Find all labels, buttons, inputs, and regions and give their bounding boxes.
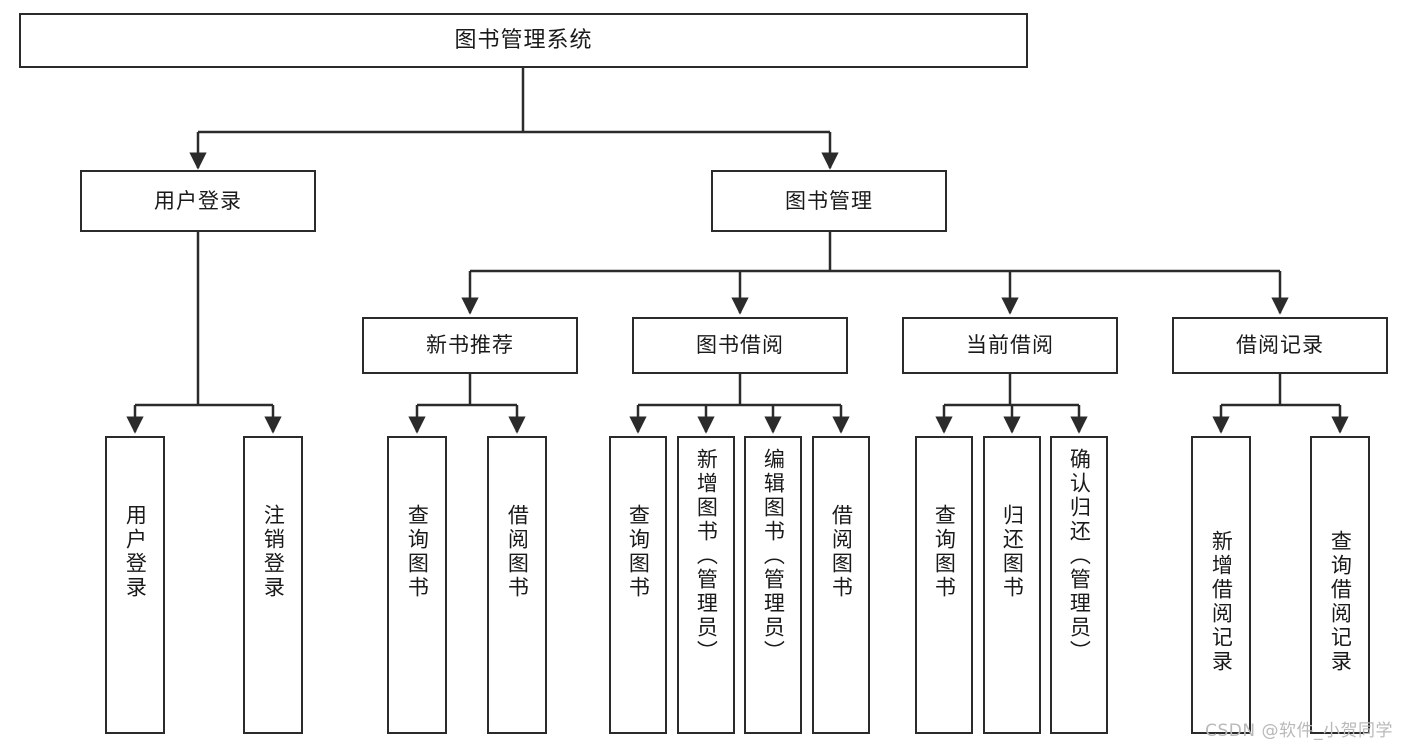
node-current-borrow[interactable]: 当前借阅: [902, 317, 1118, 374]
leaf-user-login-label: 用户登录: [123, 504, 148, 600]
node-new-book-rec[interactable]: 新书推荐: [362, 317, 578, 374]
leaf-cur-confirm-label: 确认归还（管理员）: [1067, 448, 1092, 664]
leaf-rec-add-label: 新增借阅记录: [1209, 530, 1234, 674]
node-root-label: 图书管理系统: [454, 27, 593, 53]
leaf-borrow-edit-label: 编辑图书（管理员）: [761, 448, 786, 664]
node-borrow-record[interactable]: 借阅记录: [1172, 317, 1388, 374]
node-book-manage-label: 图书管理: [785, 188, 873, 213]
leaf-cur-query-label: 查询图书: [932, 504, 957, 600]
leaf-user-logout-label: 注销登录: [261, 504, 286, 600]
leaf-borrow-add-label: 新增图书（管理员）: [694, 448, 719, 664]
leaf-borrow-do-label: 借阅图书: [829, 504, 854, 600]
node-user-login-label: 用户登录: [154, 188, 242, 213]
node-book-manage[interactable]: 图书管理: [711, 170, 947, 232]
leaf-cur-return-label: 归还图书: [1000, 504, 1025, 600]
leaf-borrow-edit[interactable]: 编辑图书（管理员）: [744, 436, 802, 734]
node-root[interactable]: 图书管理系统: [19, 13, 1028, 68]
leaf-rec-search[interactable]: 查询借阅记录: [1310, 436, 1370, 734]
leaf-cur-query[interactable]: 查询图书: [915, 436, 973, 734]
node-user-login[interactable]: 用户登录: [80, 170, 316, 232]
node-book-borrow[interactable]: 图书借阅: [632, 317, 848, 374]
leaf-cur-return[interactable]: 归还图书: [983, 436, 1041, 734]
leaf-rec-borrow[interactable]: 借阅图书: [487, 436, 547, 734]
leaf-borrow-query-label: 查询图书: [626, 504, 651, 600]
leaf-rec-query[interactable]: 查询图书: [387, 436, 447, 734]
leaf-borrow-query[interactable]: 查询图书: [609, 436, 667, 734]
node-book-borrow-label: 图书借阅: [696, 333, 784, 358]
leaf-rec-borrow-label: 借阅图书: [505, 504, 530, 600]
node-new-book-rec-label: 新书推荐: [426, 333, 514, 358]
watermark: CSDN @软件_小贺同学: [1205, 721, 1393, 741]
node-borrow-record-label: 借阅记录: [1236, 333, 1324, 358]
leaf-rec-query-label: 查询图书: [405, 504, 430, 600]
leaf-borrow-do[interactable]: 借阅图书: [812, 436, 870, 734]
leaf-rec-add[interactable]: 新增借阅记录: [1191, 436, 1251, 734]
leaf-borrow-add[interactable]: 新增图书（管理员）: [677, 436, 735, 734]
leaf-rec-search-label: 查询借阅记录: [1328, 530, 1353, 674]
leaf-user-logout[interactable]: 注销登录: [243, 436, 303, 734]
node-current-borrow-label: 当前借阅: [966, 333, 1054, 358]
leaf-user-login[interactable]: 用户登录: [105, 436, 165, 734]
leaf-cur-confirm[interactable]: 确认归还（管理员）: [1050, 436, 1108, 734]
